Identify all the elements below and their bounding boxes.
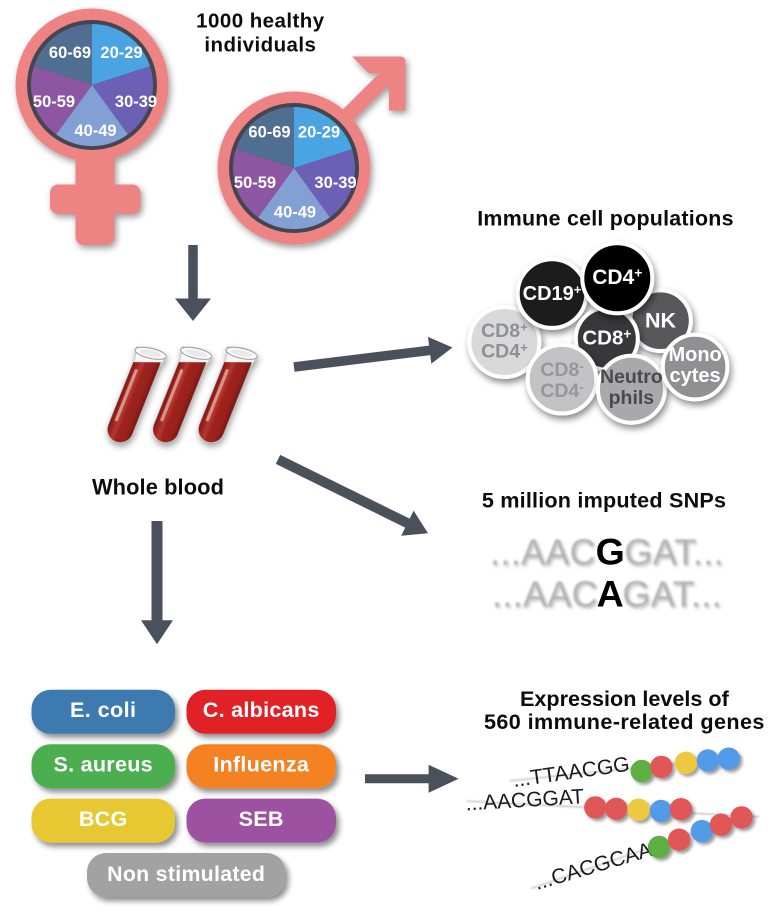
- svg-text:20-29: 20-29: [298, 124, 340, 142]
- svg-text:Immune cell populations: Immune cell populations: [477, 207, 734, 231]
- svg-text:CD8+: CD8+: [582, 327, 631, 350]
- svg-text:CD8+: CD8+: [481, 320, 528, 343]
- svg-text:50-59: 50-59: [234, 174, 276, 192]
- svg-text:BCG: BCG: [79, 806, 128, 831]
- svg-text:S. aureus: S. aureus: [53, 752, 152, 777]
- svg-text:40-49: 40-49: [274, 204, 316, 222]
- svg-text:CD4+: CD4+: [592, 265, 642, 290]
- svg-text:5 million imputed SNPs: 5 million imputed SNPs: [482, 488, 726, 513]
- svg-text:50-59: 50-59: [33, 93, 75, 111]
- svg-text:...AACAGAT...: ...AACAGAT...: [492, 574, 722, 615]
- svg-text:Expression levels of: Expression levels of: [520, 686, 730, 711]
- svg-text:CD8-: CD8-: [540, 359, 583, 382]
- svg-text:Neutro: Neutro: [600, 366, 663, 388]
- svg-text:60-69: 60-69: [49, 44, 91, 62]
- svg-text:individuals: individuals: [204, 34, 316, 57]
- svg-text:Non stimulated: Non stimulated: [107, 862, 265, 886]
- svg-text:Whole blood: Whole blood: [92, 474, 224, 499]
- svg-text:Mono: Mono: [668, 344, 721, 366]
- svg-text:Influenza: Influenza: [213, 752, 310, 777]
- svg-text:60-69: 60-69: [248, 124, 290, 142]
- svg-text:C. albicans: C. albicans: [203, 697, 320, 722]
- svg-text:phils: phils: [609, 387, 655, 409]
- svg-text:...AACGGAT...: ...AACGGAT...: [490, 531, 724, 572]
- svg-text:...AACGGAT...: ...AACGGAT...: [489, 530, 724, 572]
- svg-text:30-39: 30-39: [314, 174, 356, 192]
- svg-text:...CACGCAA: ...CACGCAA: [532, 838, 655, 895]
- svg-text:CD19+: CD19+: [523, 282, 582, 305]
- svg-text:560 immune-related genes: 560 immune-related genes: [484, 709, 765, 734]
- svg-text:cytes: cytes: [670, 365, 721, 387]
- svg-text:SEB: SEB: [239, 806, 284, 831]
- svg-text:...AACAGAT...: ...AACAGAT...: [490, 573, 723, 615]
- svg-text:NK: NK: [645, 309, 677, 333]
- svg-text:CD4+: CD4+: [481, 340, 528, 363]
- svg-text:20-29: 20-29: [100, 44, 142, 62]
- svg-text:40-49: 40-49: [74, 122, 116, 140]
- svg-text:1000 healthy: 1000 healthy: [196, 10, 325, 33]
- svg-text:30-39: 30-39: [115, 93, 157, 111]
- svg-text:E. coli: E. coli: [70, 697, 136, 722]
- svg-text:CD4-: CD4-: [540, 380, 583, 403]
- svg-text:...AACGGAT: ...AACGGAT: [465, 785, 585, 815]
